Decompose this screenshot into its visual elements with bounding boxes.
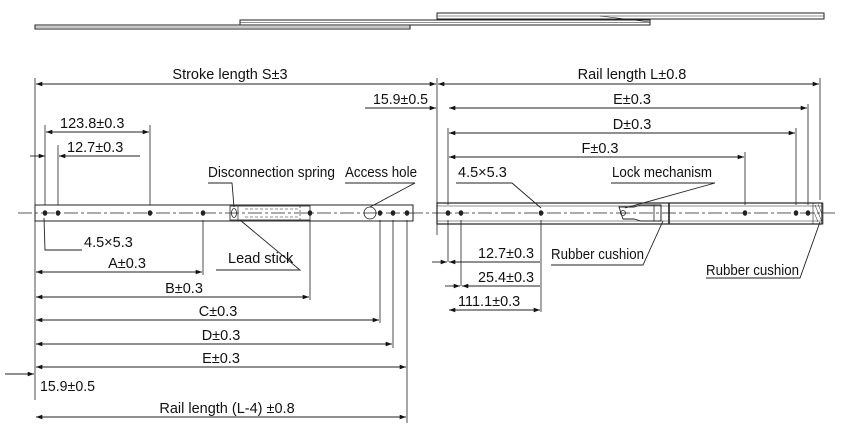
rail-top-view	[34, 202, 824, 225]
dim-e-bottom: E±0.3	[202, 351, 240, 367]
dim-25-4: 25.4±0.3	[478, 270, 534, 286]
dimension-lines	[5, 81, 819, 420]
mounting-holes	[42, 210, 811, 216]
access-hole-label: Access hole	[345, 165, 417, 181]
dim-a: A±0.3	[108, 256, 146, 272]
dim-d-top: D±0.3	[613, 117, 652, 133]
rubber-cushion-label-1: Rubber cushion	[551, 247, 644, 263]
dim-12-7-right: 12.7±0.3	[478, 246, 534, 262]
labels: Stroke length S±3 Rail length L±0.8 15.9…	[40, 67, 799, 417]
dim-d-bottom: D±0.3	[202, 328, 241, 344]
extension-lines	[34, 78, 821, 423]
dim-12-7-left: 12.7±0.3	[67, 140, 123, 156]
lock-mechanism-label: Lock mechanism	[612, 165, 712, 181]
dim-111-1: 111.1±0.3	[458, 294, 520, 310]
offset-bottom-label: 15.9±0.5	[40, 379, 95, 395]
dim-123-8: 123.8±0.3	[60, 116, 124, 132]
hole-size-right-label: 4.5×5.3	[458, 165, 507, 181]
rubber-cushion-label-2: Rubber cushion	[706, 263, 799, 279]
offset-top-label: 15.9±0.5	[373, 92, 428, 108]
dim-c: C±0.3	[199, 304, 238, 320]
stroke-length-label: Stroke length S±3	[172, 67, 287, 83]
lead-stick-label: Lead stick	[228, 251, 294, 267]
rail-length-top-label: Rail length L±0.8	[578, 67, 687, 83]
dim-e-top: E±0.3	[613, 92, 651, 108]
leader-lines	[43, 182, 821, 279]
rail-side-view	[34, 12, 825, 30]
hole-size-left-label: 4.5×5.3	[84, 235, 133, 251]
disconnection-spring-label: Disconnection spring	[208, 165, 335, 181]
rail-length-bottom-label: Rail length (L-4) ±0.8	[159, 401, 294, 417]
dim-f-top: F±0.3	[582, 141, 619, 157]
dim-b: B±0.3	[165, 281, 203, 297]
